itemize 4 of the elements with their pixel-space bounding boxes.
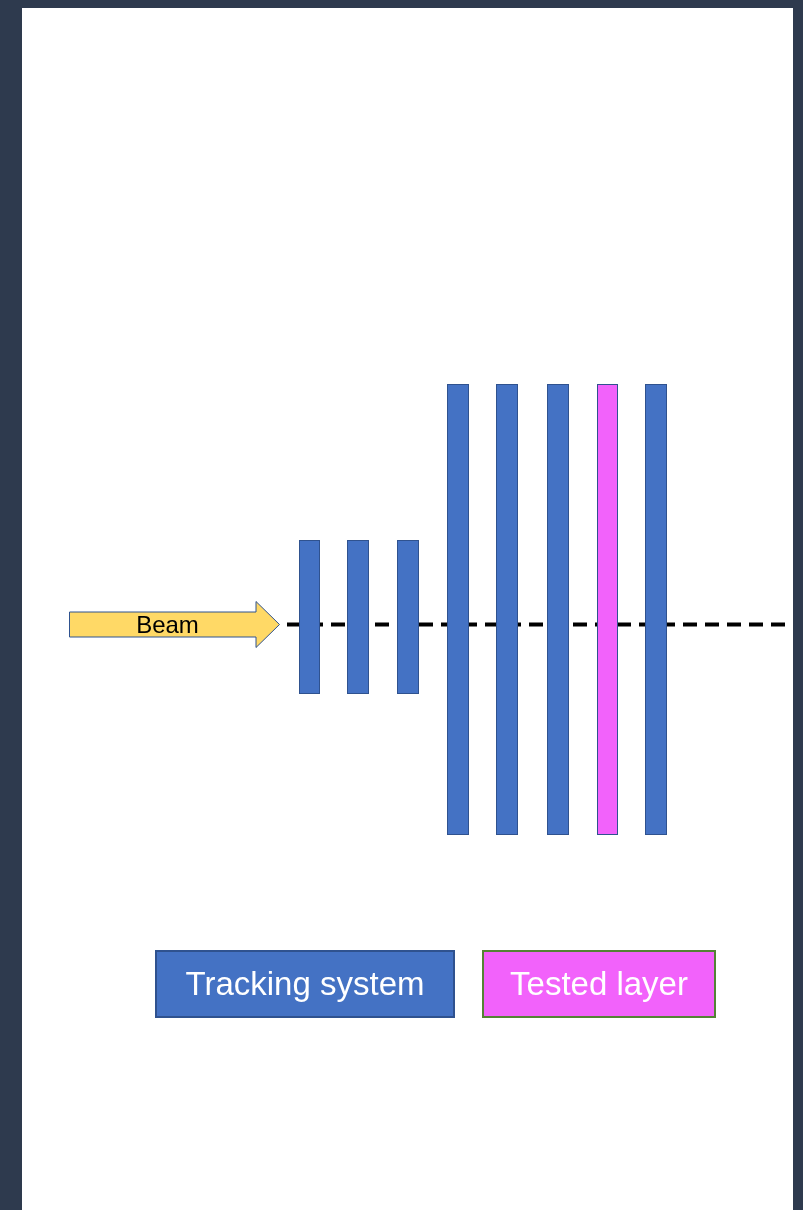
legend-text: Tracking system xyxy=(185,965,425,1003)
legend-text: Tested layer xyxy=(510,965,688,1003)
arrow-label: Beam xyxy=(135,611,200,639)
beam-arrow xyxy=(69,601,280,648)
